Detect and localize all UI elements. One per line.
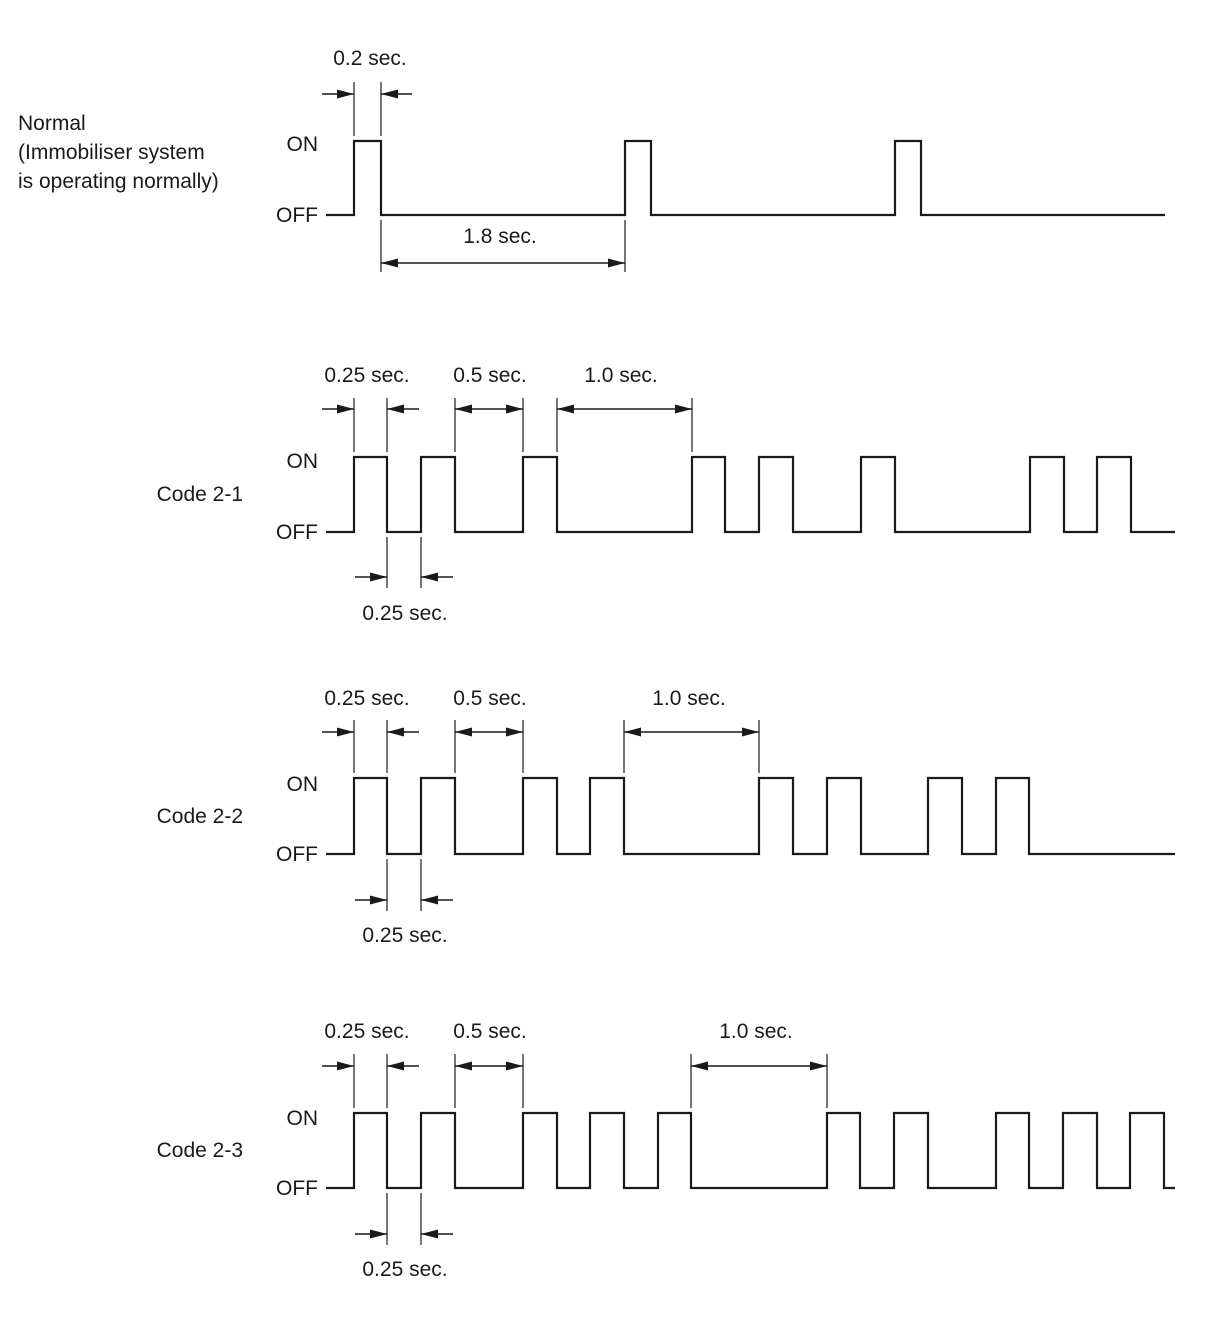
code-2-2-waveform [326,776,1175,856]
normal-gap-dimension: 1.8 sec. [380,220,626,272]
arrowhead [337,727,354,737]
code-2-1-long-gap-label: 1.0 sec. [584,364,658,387]
off-level-label: OFF [276,204,318,227]
arrowhead [557,404,574,414]
arrowhead [506,727,523,737]
code-2-3-low-width-label: 0.25 sec. [362,1258,447,1281]
on-level-label: ON [287,450,319,473]
on-level-label: ON [287,133,319,156]
panel-code-2-3: Code 2-3 ON OFF 0.25 sec. 0.5 sec. [157,1020,1175,1281]
code-2-2-short-gap-dimension: 0.5 sec. [453,687,527,773]
code-2-3-pulse-width-dimension: 0.25 sec. [322,1020,419,1108]
code-2-3-waveform [326,1111,1175,1190]
code-2-1-short-gap-dimension: 0.5 sec. [453,364,527,452]
code-2-2-long-gap-dimension: 1.0 sec. [623,687,760,773]
arrowhead [624,727,641,737]
normal-title: Normal [18,112,86,135]
arrowhead [337,1061,354,1071]
arrowhead [455,1061,472,1071]
off-level-label: OFF [276,521,318,544]
code-2-3-long-gap-dimension: 1.0 sec. [690,1020,828,1108]
normal-desc-line-2: is operating normally) [18,170,219,193]
arrowhead [381,258,398,268]
arrowhead [455,404,472,414]
code-2-1-long-gap-dimension: 1.0 sec. [556,364,693,452]
code-2-1-low-width-dimension: 0.25 sec. [355,537,453,625]
arrowhead [810,1061,827,1071]
panel-normal: Normal (Immobiliser system is operating … [18,47,1165,272]
code-2-1-pulse-width-dimension: 0.25 sec. [322,364,419,452]
panel-code-2-1: Code 2-1 ON OFF 0.25 sec. 0.5 sec. [157,364,1175,625]
arrowhead [455,727,472,737]
arrowhead [381,89,398,99]
arrowhead [387,727,404,737]
code-2-2-low-width-label: 0.25 sec. [362,924,447,947]
code-2-3-short-gap-label: 0.5 sec. [453,1020,527,1043]
code-2-2-pulse-width-dimension: 0.25 sec. [322,687,419,773]
off-level-label: OFF [276,843,318,866]
code-2-1-short-gap-label: 0.5 sec. [453,364,527,387]
code-2-2-pulse-width-label: 0.25 sec. [324,687,409,710]
code-2-2-short-gap-label: 0.5 sec. [453,687,527,710]
code-2-3-short-gap-dimension: 0.5 sec. [453,1020,527,1108]
arrowhead [370,895,387,905]
arrowhead [337,404,354,414]
arrowhead [691,1061,708,1071]
code-2-3-long-gap-label: 1.0 sec. [719,1020,793,1043]
off-level-label: OFF [276,1177,318,1200]
normal-pulse-width-dimension: 0.2 sec. [322,47,412,136]
normal-gap-label: 1.8 sec. [463,225,537,248]
code-2-2-low-width-dimension: 0.25 sec. [355,859,453,947]
arrowhead [608,258,625,268]
arrowhead [421,1229,438,1239]
code-2-2-title: Code 2-2 [157,805,243,828]
code-2-1-pulse-width-label: 0.25 sec. [324,364,409,387]
panel-code-2-2: Code 2-2 ON OFF 0.25 sec. 0.5 sec. [157,687,1175,947]
normal-pulse-width-label: 0.2 sec. [333,47,407,70]
arrowhead [506,1061,523,1071]
code-2-1-title: Code 2-1 [157,483,243,506]
arrowhead [337,89,354,99]
arrowhead [675,404,692,414]
arrowhead [421,572,438,582]
arrowhead [387,1061,404,1071]
code-2-2-long-gap-label: 1.0 sec. [652,687,726,710]
on-level-label: ON [287,1107,319,1130]
code-2-3-title: Code 2-3 [157,1139,243,1162]
arrowhead [506,404,523,414]
code-2-3-pulse-width-label: 0.25 sec. [324,1020,409,1043]
arrowhead [387,404,404,414]
code-2-1-waveform [326,455,1175,534]
normal-desc-line-1: (Immobiliser system [18,141,205,164]
arrowhead [370,1229,387,1239]
arrowhead [370,572,387,582]
code-2-1-low-width-label: 0.25 sec. [362,602,447,625]
arrowhead [421,895,438,905]
on-level-label: ON [287,773,319,796]
code-2-3-low-width-dimension: 0.25 sec. [355,1193,453,1281]
normal-waveform [326,139,1165,217]
arrowhead [742,727,759,737]
